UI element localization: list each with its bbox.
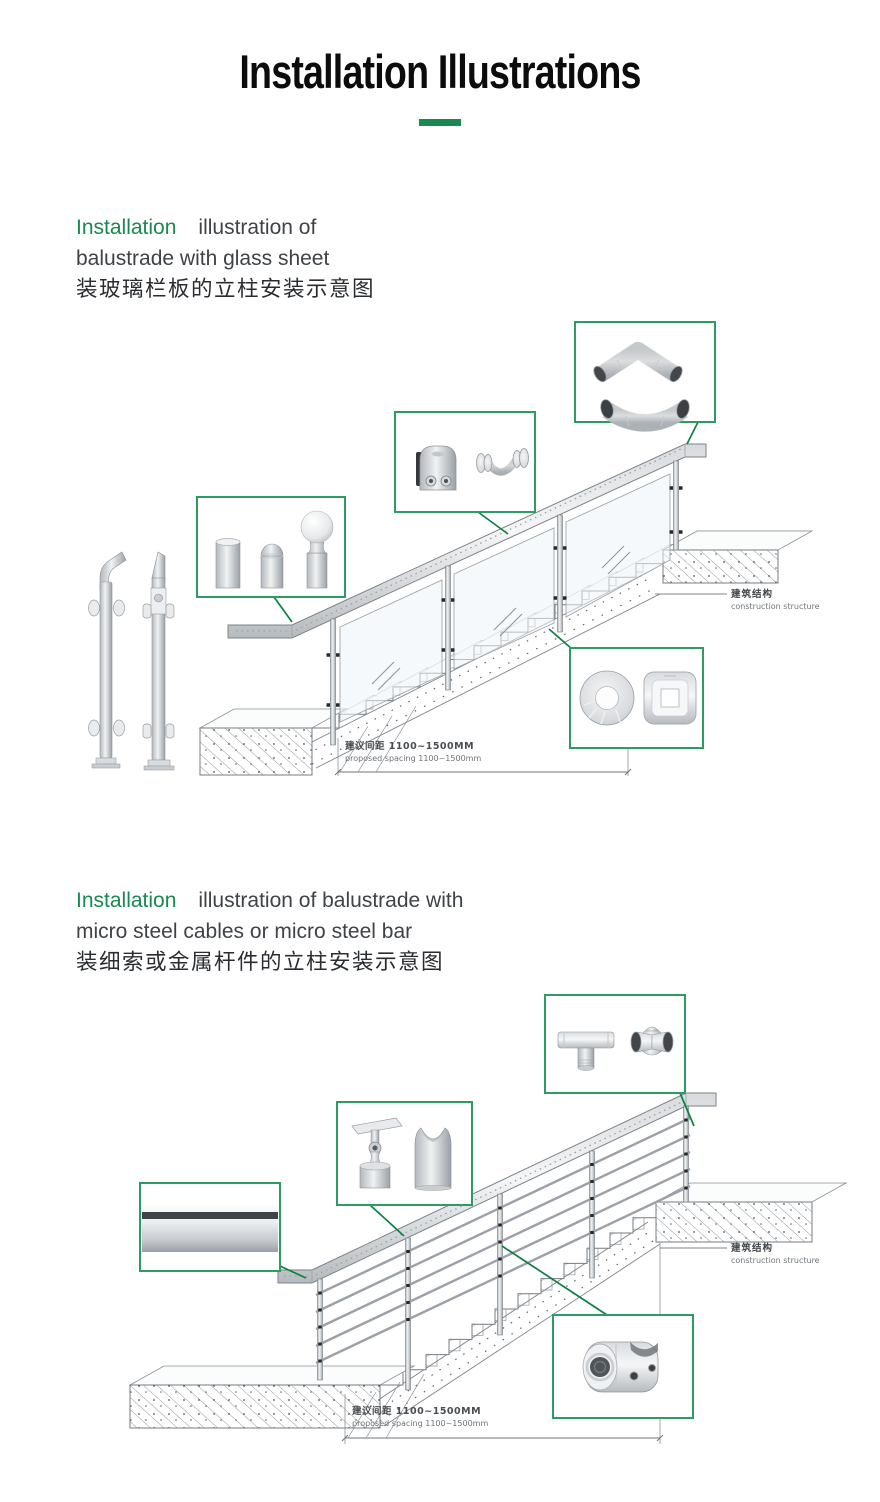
callout-crossbar-holder	[552, 1314, 694, 1419]
callout-glass-clamps	[394, 411, 536, 513]
leader-post-caps	[273, 596, 293, 623]
construction-structure-label: 建筑结构 construction structure	[655, 588, 820, 611]
callout-base-covers	[569, 647, 704, 749]
leader-crossbar-holder	[501, 1245, 608, 1316]
stair-slab-band	[371, 1221, 661, 1427]
structure-label-en: construction structure	[731, 1256, 820, 1265]
spacing-label-en: proposed spacing 1100~1500mm	[345, 754, 481, 763]
section2-heading: Installation illustration of balustrade w…	[76, 885, 596, 978]
saddle-cap-icon	[414, 1127, 452, 1191]
steel-bar-icon	[142, 1205, 278, 1252]
corner-connector-icon	[630, 1026, 674, 1056]
callout-leader-lines	[273, 421, 699, 650]
section1-heading-rest: illustration of	[198, 216, 317, 239]
flat-cap-icon	[215, 538, 241, 589]
section1-heading-chinese: 装玻璃栏板的立柱安装示意图	[76, 277, 376, 301]
structure-label-en: construction structure	[731, 602, 820, 611]
stair-steps	[380, 1202, 657, 1386]
page-title: Installation Illustrations	[239, 45, 641, 98]
callout-leader-lines	[279, 1092, 695, 1316]
diagram-cable-balustrade: 建议间距 1100~1500MM proposed spacing 1100~1…	[128, 994, 848, 1444]
leader-glass-clamps	[477, 511, 509, 535]
callout-steel-bar	[139, 1182, 281, 1272]
section2-heading-highlight: Installation	[76, 889, 177, 912]
leader-steel-bar	[279, 1265, 307, 1279]
cable-holder-dots	[318, 1118, 688, 1366]
balustrade-posts	[330, 460, 679, 746]
callout-handrail-supports	[336, 1101, 473, 1206]
square-post-icon	[142, 551, 175, 771]
round-elbow-icon	[600, 399, 690, 432]
upper-landing	[654, 1182, 848, 1243]
handrail	[277, 1092, 717, 1284]
ball-cap-icon	[300, 510, 334, 589]
tee-connector-icon	[557, 1031, 615, 1071]
section1-heading-highlight: Installation	[76, 216, 177, 239]
structure-label-cn: 建筑结构	[730, 588, 773, 600]
section1-heading-line2: balustrade with glass sheet	[76, 247, 330, 270]
steel-cables	[315, 1116, 691, 1365]
section1-heading: Installation illustration of balustrade w…	[76, 212, 476, 305]
bottom-landing	[198, 708, 348, 776]
obtuse-elbow-icon	[593, 341, 683, 383]
callout-tee-fittings	[544, 994, 686, 1094]
diagram-glass-balustrade: 建议间距 1100~1500MM proposed spacing 1100~1…	[88, 321, 820, 776]
spacing-label-cn: 建议间距 1100~1500MM	[351, 1405, 481, 1417]
section2-heading-chinese: 装细索或金属杆件的立柱安装示意图	[76, 950, 445, 974]
square-base-cover-icon	[643, 671, 697, 725]
handrail	[227, 443, 707, 639]
crossbar-holder-icon	[582, 1341, 659, 1393]
section2-heading-line1: Installation illustration of balustrade w…	[76, 885, 596, 916]
section1-heading-line1: Installation illustration of	[76, 212, 476, 243]
staircase-glass-drawing: 建议间距 1100~1500MM proposed spacing 1100~1…	[198, 443, 820, 776]
glass-connector-icon	[476, 448, 529, 476]
leader-handrail-supports	[369, 1204, 405, 1237]
dome-cap-icon	[260, 543, 284, 589]
callout-elbow-fittings	[574, 321, 716, 432]
glass-panels	[339, 473, 671, 723]
adjustable-handrail-support-icon	[351, 1117, 403, 1189]
leader-elbow-fittings	[686, 421, 699, 445]
upper-landing	[661, 530, 814, 584]
leader-tee-fittings	[679, 1092, 695, 1127]
section2-heading-line2: micro steel cables or micro steel bar	[76, 920, 413, 943]
spacing-label-en: proposed spacing 1100~1500mm	[352, 1419, 488, 1428]
staircase-cable-drawing: 建议间距 1100~1500MM proposed spacing 1100~1…	[128, 1092, 848, 1444]
round-post-icon	[88, 551, 127, 769]
bottom-landing	[128, 1365, 416, 1429]
glass-clamp-icon	[416, 445, 457, 491]
structure-label-cn: 建筑结构	[730, 1242, 773, 1254]
leader-base-covers	[548, 628, 573, 650]
section2-heading-rest: illustration of balustrade with	[198, 889, 464, 912]
construction-structure-label: 建筑结构 construction structure	[660, 1242, 820, 1265]
callout-post-caps	[196, 496, 346, 598]
spacing-label-cn: 建议间距 1100~1500MM	[344, 740, 474, 752]
glass-clamp-dots	[326, 486, 683, 707]
round-base-cover-icon	[579, 670, 635, 726]
title-underline	[419, 119, 461, 126]
post-product-render	[88, 551, 175, 771]
